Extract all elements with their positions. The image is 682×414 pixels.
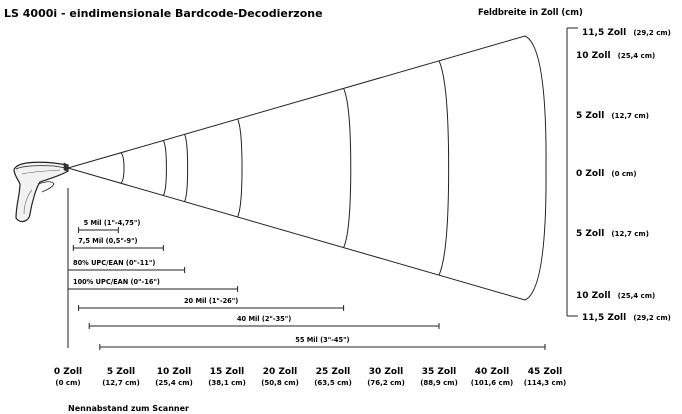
zone-boundary-arc (237, 118, 243, 218)
x-tick-label: 0 Zoll (54, 367, 82, 377)
x-tick-label: 10 Zoll (157, 367, 192, 377)
range-bar-label: 80% UPC/EAN (0"-11") (73, 259, 155, 267)
scale-label-bottom-5: 5 Zoll (12,7 cm) (576, 221, 649, 240)
x-tick-sublabel: (76,2 cm) (367, 379, 405, 387)
range-bar-label: 7,5 Mil (0,5"-9") (78, 237, 137, 245)
range-bar: 20 Mil (1"-26") (78, 297, 345, 311)
x-tick-label: 20 Zoll (263, 367, 298, 377)
field-width-label: Feldbreite in Zoll (cm) (478, 7, 583, 17)
zone-boundaries (120, 60, 450, 276)
x-tick-label: 40 Zoll (475, 367, 510, 377)
x-axis-ticks: 0 Zoll (0 cm) 5 Zoll (12,7 cm) 10 Zoll (25,4 … (54, 367, 566, 387)
range-bar: 40 Mil (2"-35") (88, 315, 440, 329)
range-bar-label: 20 Mil (1"-26") (184, 297, 238, 305)
x-tick-label: 35 Zoll (422, 367, 457, 377)
x-tick-sublabel: (101,6 cm) (471, 379, 513, 387)
scale-label-top-10: 10 Zoll (25,4 cm) (576, 43, 655, 62)
scanner-icon (13, 161, 69, 223)
scan-beam-cone (66, 35, 547, 301)
decode-ranges: 5 Mil (1"-4,75") 7,5 Mil (0,5"-9") 80% UPC… (67, 188, 546, 350)
range-bar-label: 55 Mil (3"-45") (295, 336, 349, 344)
x-tick-label: 45 Zoll (528, 367, 563, 377)
x-tick-sublabel: (63,5 cm) (314, 379, 352, 387)
scale-label-top-5: 5 Zoll (12,7 cm) (576, 103, 649, 122)
scale-label-center-0: 0 Zoll (0 cm) (576, 161, 637, 180)
scale-label-top-11-5: 11,5 Zoll (29,2 cm) (582, 20, 671, 39)
range-bar: 5 Mil (1"-4,75") (78, 219, 141, 233)
x-tick-sublabel: (38,1 cm) (208, 379, 246, 387)
zone-boundary-arc (120, 152, 125, 184)
x-tick-label: 30 Zoll (369, 367, 404, 377)
x-tick-sublabel: (88,9 cm) (420, 379, 458, 387)
field-width-scale (566, 27, 578, 317)
zone-boundary-arc (343, 88, 352, 248)
range-bar-label: 100% UPC/EAN (0"-16") (73, 278, 160, 286)
x-tick-label: 5 Zoll (107, 367, 135, 377)
x-tick-label: 25 Zoll (316, 367, 351, 377)
x-axis-label: Nennabstand zum Scanner (68, 404, 189, 413)
x-tick-label: 15 Zoll (210, 367, 245, 377)
range-bar-label: 40 Mil (2"-35") (237, 315, 291, 323)
x-tick-sublabel: (25,4 cm) (155, 379, 193, 387)
zone-boundary-arc (438, 60, 450, 276)
x-tick-sublabel: (12,7 cm) (102, 379, 140, 387)
scale-label-bottom-10: 10 Zoll (25,4 cm) (576, 283, 655, 302)
x-tick-sublabel: (50,8 cm) (261, 379, 299, 387)
x-tick-sublabel: (0 cm) (55, 379, 80, 387)
zone-boundary-arc (162, 140, 167, 196)
scale-label-bottom-11-5: 11,5 Zoll (29,2 cm) (582, 305, 671, 324)
range-bar: 100% UPC/EAN (0"-16") (67, 278, 239, 292)
range-bar: 80% UPC/EAN (0"-11") (67, 259, 186, 273)
range-bar: 55 Mil (3"-45") (99, 336, 546, 350)
zone-boundary-arc (184, 134, 189, 202)
x-tick-sublabel: (114,3 cm) (524, 379, 566, 387)
diagram-title: LS 4000i - eindimensionale Bardcode-Deco… (4, 7, 323, 20)
range-bar-label: 5 Mil (1"-4,75") (84, 219, 141, 227)
range-bar: 7,5 Mil (0,5"-9") (72, 237, 164, 251)
